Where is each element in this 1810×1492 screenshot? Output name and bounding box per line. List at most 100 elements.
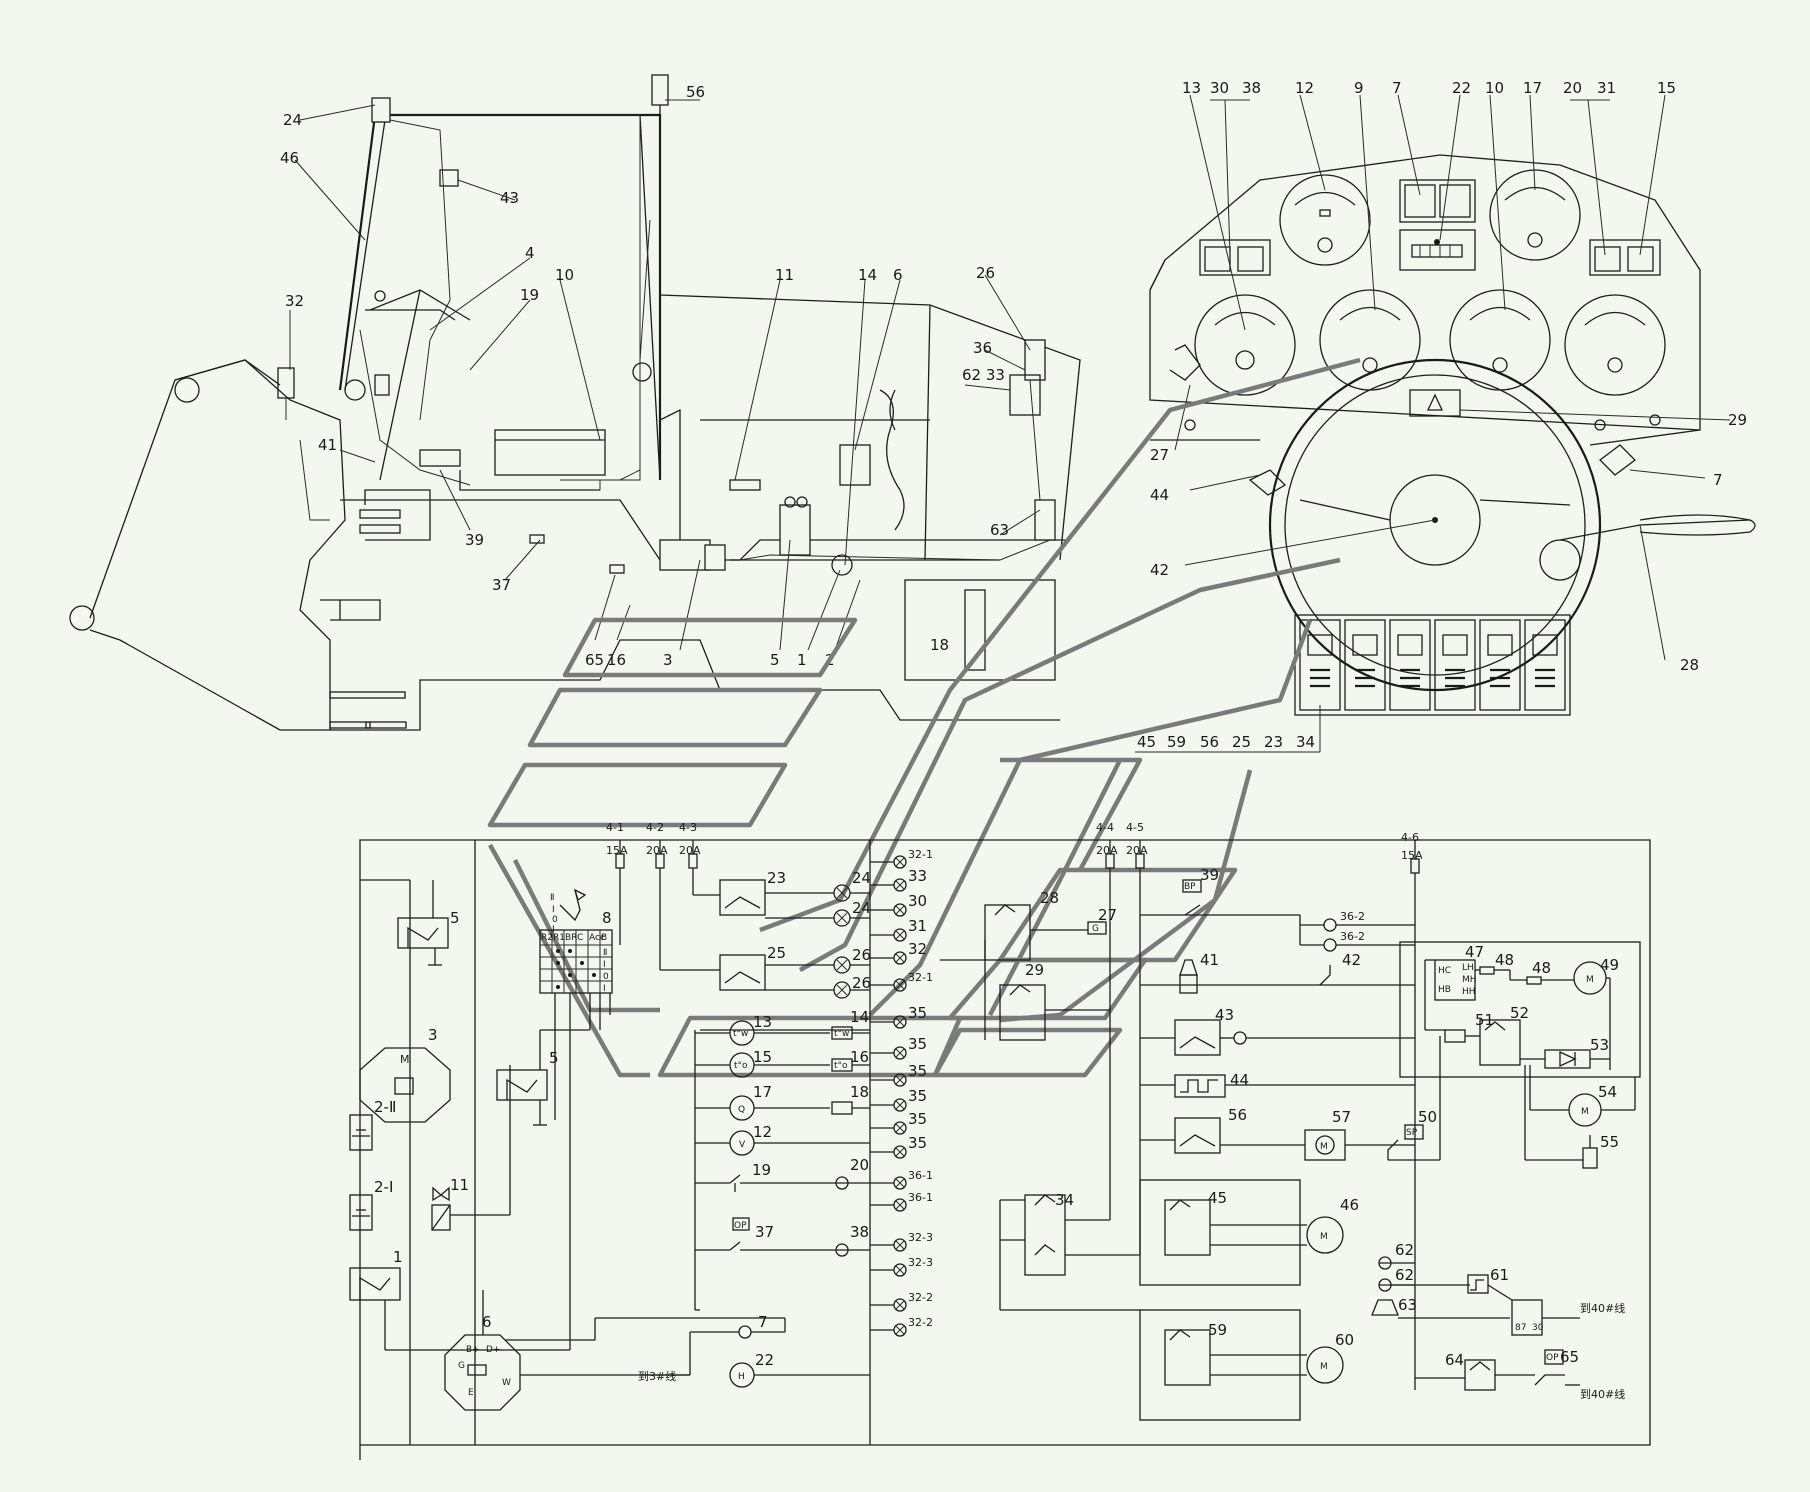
fuse-id-label: 4-6 (1401, 831, 1419, 844)
fuse-id-label: 4-2 (646, 821, 664, 834)
wm-24a: 24 (852, 869, 871, 887)
label-34-top: 34 (1296, 733, 1315, 751)
label-9: 9 (1354, 79, 1364, 97)
svg-text:Ⅰ: Ⅰ (552, 905, 555, 915)
svg-text:t°o: t°o (834, 1061, 848, 1071)
svg-text:HB: HB (1438, 985, 1451, 995)
dashboard-panel (1149, 154, 1701, 446)
wm-23: 23 (767, 869, 786, 887)
label-23-top: 23 (1264, 733, 1283, 751)
wr-43: 43 (1215, 1006, 1234, 1024)
wm-26a: 26 (852, 946, 871, 964)
label-4: 4 (525, 244, 535, 262)
svg-text:87: 87 (1515, 1323, 1526, 1333)
switch-row-labels: 45 59 56 25 23 34 (1135, 705, 1321, 753)
wm-25: 25 (767, 944, 786, 962)
ign-header: B (601, 933, 607, 943)
fuse-rating-label: 20A (679, 844, 701, 857)
svg-text:H: H (738, 1372, 745, 1382)
switch-icon-5 (1487, 634, 1513, 656)
wf-61: 61 (1490, 1266, 1509, 1284)
label-62-33: 62 33 (962, 366, 1005, 384)
label-32: 32 (285, 292, 304, 310)
wl-6: 6 (482, 1313, 492, 1331)
wm-37: 37 (755, 1223, 774, 1241)
fuse-rating-label: 20A (1126, 844, 1148, 857)
wl-2-I: 2-Ⅰ (374, 1178, 393, 1196)
label-38: 38 (1242, 79, 1261, 97)
wiring-schematic: 5 M 3 2-Ⅱ 2-Ⅰ 1 11 5 (349, 821, 1651, 1460)
wr-44: 44 (1230, 1071, 1249, 1089)
wm-16: 16 (850, 1048, 869, 1066)
label-24: 24 (283, 111, 302, 129)
label-25-top: 25 (1232, 733, 1251, 751)
lamp-label: 35 (908, 1035, 927, 1053)
wf-47: 47 (1465, 943, 1484, 961)
wr-57: 57 (1332, 1108, 1351, 1126)
label-15: 15 (1657, 79, 1676, 97)
lamp-label: 32-1 (908, 848, 933, 861)
wr-36-2b: 36-2 (1340, 930, 1365, 943)
wl-5a: 5 (450, 909, 460, 927)
label-56: 56 (686, 83, 705, 101)
svg-text:M: M (1581, 1107, 1589, 1117)
switch-icon-6 (1532, 634, 1558, 656)
wm-22: 22 (755, 1351, 774, 1369)
label-16: 16 (607, 651, 626, 669)
lamp-label: 30 (908, 892, 927, 910)
label-22: 22 (1452, 79, 1471, 97)
svg-text:BP: BP (1184, 882, 1196, 892)
wf-48a: 48 (1495, 951, 1514, 969)
label-29: 29 (1728, 411, 1747, 429)
wl-1: 1 (393, 1248, 403, 1266)
fuse-4-2 (655, 853, 665, 869)
label-42: 42 (1150, 561, 1169, 579)
wm-14: 14 (850, 1008, 869, 1026)
label-44: 44 (1150, 486, 1169, 504)
fuse-id-label: 4-4 (1096, 821, 1114, 834)
label-19: 19 (520, 286, 539, 304)
lamp-label: 35 (908, 1087, 927, 1105)
label-18: 18 (930, 636, 949, 654)
label-46: 46 (280, 149, 299, 167)
ign-header: R1 (553, 933, 565, 943)
svg-text:LH: LH (1462, 963, 1474, 973)
lamp-label: 35 (908, 1110, 927, 1128)
label-43: 43 (500, 189, 519, 207)
wr-34: 34 (1055, 1191, 1074, 1209)
svg-text:OP: OP (1546, 1353, 1559, 1363)
label-28: 28 (1680, 656, 1699, 674)
ign-header: R2 (541, 933, 553, 943)
fuse-rating-label: 20A (1096, 844, 1118, 857)
lamp-label: 35 (908, 1004, 927, 1022)
svg-text:G: G (458, 1361, 465, 1371)
ign-header: C (577, 933, 583, 943)
switch-icon-1 (1307, 634, 1333, 656)
svg-text:HC: HC (1438, 966, 1451, 976)
wl-3: 3 (428, 1026, 438, 1044)
fuse-4-3 (688, 853, 698, 869)
label-59-top: 59 (1167, 733, 1186, 751)
fuse-4-5 (1135, 853, 1145, 869)
svg-text:t°w: t°w (834, 1029, 849, 1039)
wm-15: 15 (753, 1048, 772, 1066)
wf-49: 49 (1600, 956, 1619, 974)
svg-text:MH: MH (1462, 975, 1477, 985)
switch-panel (1294, 614, 1571, 716)
wm-12: 12 (753, 1123, 772, 1141)
svg-text:t°w: t°w (733, 1029, 748, 1039)
label-10: 10 (555, 266, 574, 284)
vehicle-outline (69, 74, 1081, 731)
lamp-label: 35 (908, 1062, 927, 1080)
ign-header: Acc (589, 933, 605, 943)
label-31: 31 (1597, 79, 1616, 97)
label-5: 5 (770, 651, 780, 669)
wm-13: 13 (753, 1013, 772, 1031)
switch-icon-4 (1442, 634, 1468, 656)
fuse-id-label: 4-3 (679, 821, 697, 834)
ign-side: Ⅰ (603, 960, 606, 970)
cab-labels: 24 46 32 41 39 37 56 43 4 19 10 11 14 6 … (280, 83, 1041, 669)
label-7-top: 7 (1392, 79, 1402, 97)
wr-29: 29 (1025, 961, 1044, 979)
wl-2-II: 2-Ⅱ (374, 1098, 396, 1116)
